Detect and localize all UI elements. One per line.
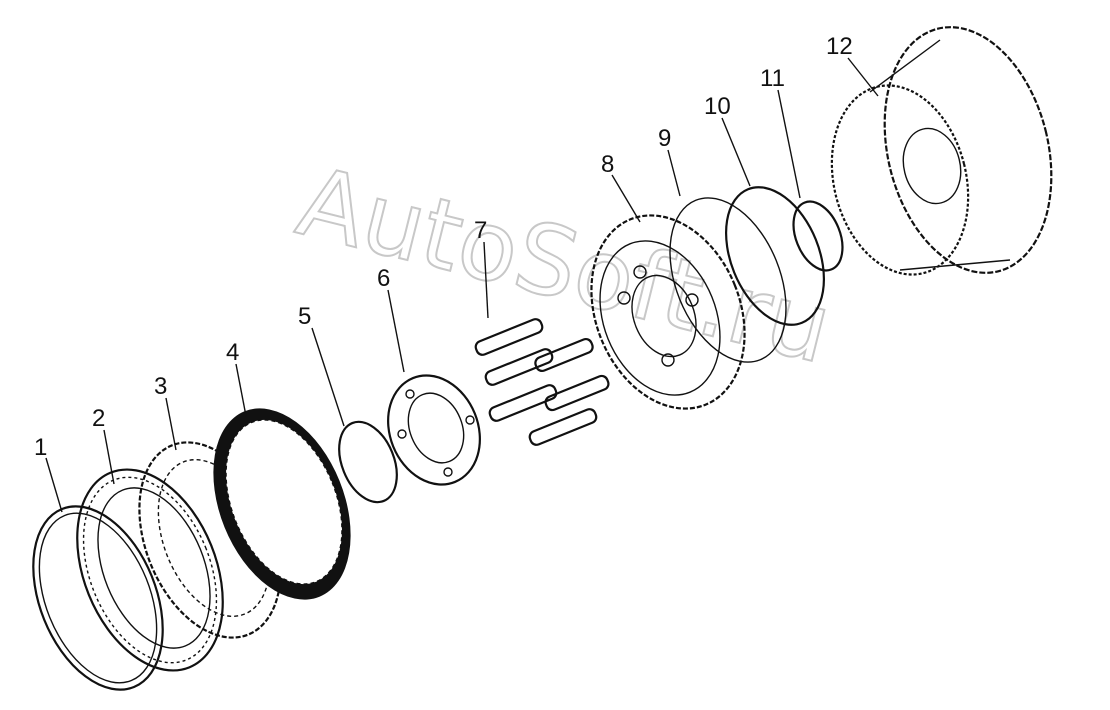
callout-12: 12 (826, 33, 853, 60)
watermark: AutoSoft.ru (288, 145, 842, 385)
part-10-seal (724, 186, 826, 326)
part-1-snap-ring (32, 505, 164, 691)
callout-7: 7 (474, 217, 487, 244)
callout-1: 1 (34, 434, 47, 461)
part-9-seal (669, 197, 787, 363)
callout-10: 10 (704, 93, 731, 120)
part-6-plate (387, 374, 481, 486)
callout-3: 3 (154, 373, 167, 400)
part-8-piston (590, 214, 746, 410)
part-4-friction-disc (213, 408, 351, 600)
callout-5: 5 (298, 303, 311, 330)
part-11-seal (792, 200, 844, 272)
callout-6: 6 (377, 265, 390, 292)
callout-11: 11 (760, 65, 785, 92)
callouts: 1 2 3 4 5 6 7 8 9 10 11 12 (34, 33, 879, 513)
part-12-drum (830, 26, 1053, 276)
callout-2: 2 (92, 405, 105, 432)
callout-4: 4 (226, 339, 239, 366)
callout-9: 9 (658, 125, 671, 152)
callout-8: 8 (601, 151, 614, 178)
part-7-springs (474, 318, 610, 446)
part-5-ring (338, 420, 398, 504)
